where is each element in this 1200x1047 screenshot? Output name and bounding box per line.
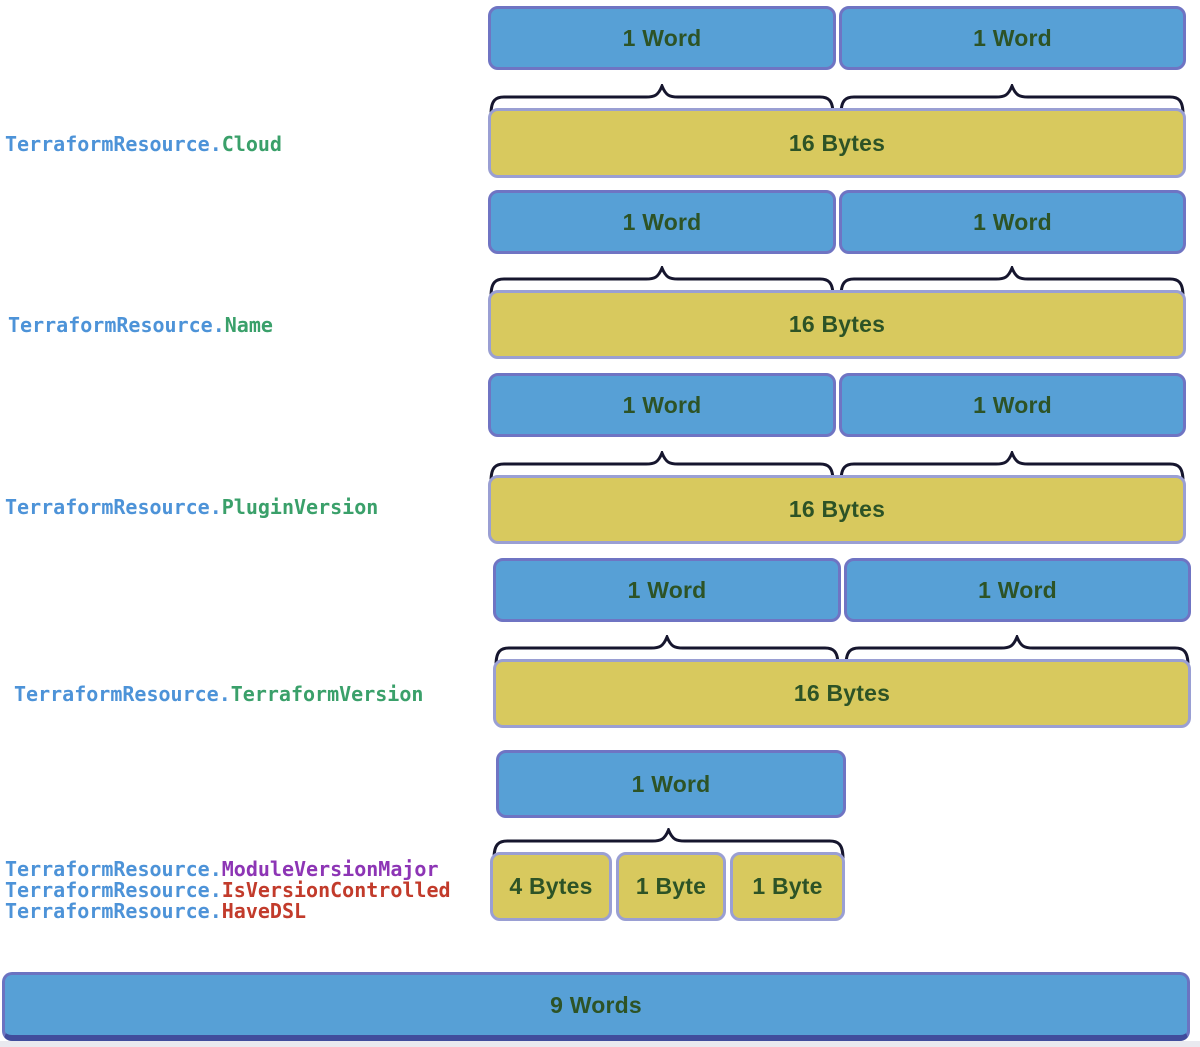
field-label-isversioncontrolled: TerraformResource.IsVersionControlled <box>5 880 451 901</box>
brace <box>844 635 1190 667</box>
word-box: 1 Word <box>488 373 836 437</box>
field-label-name: TerraformResource.Name <box>8 312 273 338</box>
label-name: HaveDSL <box>221 899 307 923</box>
brace <box>839 266 1185 298</box>
word-box: 1 Word <box>496 750 846 818</box>
word-box: 1 Word <box>844 558 1191 622</box>
byte-box: 1 Byte <box>730 852 845 921</box>
brace <box>489 266 835 298</box>
brace <box>494 635 840 667</box>
word-box: 1 Word <box>839 6 1186 70</box>
word-box: 1 Word <box>493 558 841 622</box>
total-words-box: 9 Words <box>2 972 1190 1041</box>
word-box: 1 Word <box>839 190 1186 254</box>
byte-box: 16 Bytes <box>488 475 1186 544</box>
label-name: IsVersionControlled <box>221 878 451 902</box>
brace <box>489 84 835 116</box>
label-prefix: TerraformResource. <box>14 682 231 706</box>
field-label-havedsl: TerraformResource.HaveDSL <box>5 901 451 922</box>
label-name: TerraformVersion <box>230 682 424 706</box>
byte-box: 1 Byte <box>616 852 726 921</box>
label-prefix: TerraformResource. <box>5 132 222 156</box>
word-box: 1 Word <box>488 6 836 70</box>
brace <box>489 451 835 483</box>
brace <box>492 828 845 860</box>
label-prefix: TerraformResource. <box>5 878 222 902</box>
label-name: Cloud <box>221 132 282 156</box>
byte-box: 16 Bytes <box>488 290 1186 359</box>
byte-box: 16 Bytes <box>493 659 1191 728</box>
label-prefix: TerraformResource. <box>5 495 222 519</box>
label-name: Name <box>224 313 273 337</box>
page-edge <box>0 1041 1200 1047</box>
brace <box>839 451 1185 483</box>
field-label-moduleversionmajor: TerraformResource.ModuleVersionMajor <box>5 859 451 880</box>
word-box: 1 Word <box>488 190 836 254</box>
label-prefix: TerraformResource. <box>5 857 222 881</box>
label-prefix: TerraformResource. <box>5 899 222 923</box>
field-label-pluginversion: TerraformResource.PluginVersion <box>5 494 378 520</box>
label-prefix: TerraformResource. <box>8 313 225 337</box>
label-name: ModuleVersionMajor <box>221 857 439 881</box>
byte-box: 4 Bytes <box>490 852 612 921</box>
label-name: PluginVersion <box>221 495 379 519</box>
field-label-terraformversion: TerraformResource.TerraformVersion <box>14 681 423 707</box>
word-box: 1 Word <box>839 373 1186 437</box>
field-label-cloud: TerraformResource.Cloud <box>5 131 282 157</box>
brace <box>839 84 1185 116</box>
byte-box: 16 Bytes <box>488 108 1186 178</box>
